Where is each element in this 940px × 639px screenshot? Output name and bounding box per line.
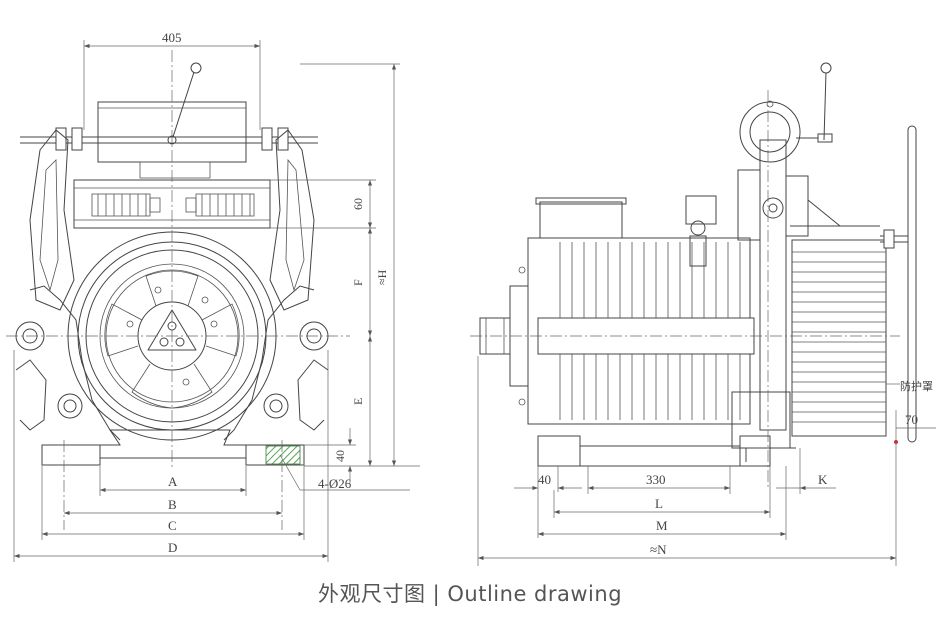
dim-b-label: B <box>168 497 177 512</box>
hatched-foot <box>265 445 301 465</box>
dim-40-front-label: 40 <box>333 450 347 462</box>
dim-60-label: 60 <box>351 198 365 210</box>
dim-n-label: ≈N <box>650 542 667 557</box>
dim-330-label: 330 <box>646 472 666 487</box>
dim-a-label: A <box>168 474 178 489</box>
dim-70-label: 70 <box>905 412 918 427</box>
sheave-grooves <box>792 251 886 423</box>
front-view: 405 <box>6 30 420 562</box>
dim-f-label: F <box>351 279 365 286</box>
dim-k-label: K <box>818 472 828 487</box>
dim-l-label: L <box>655 496 663 511</box>
dim-d-label: D <box>168 540 177 555</box>
dim-e-label: E <box>351 398 365 405</box>
dim-h-label: ≈H <box>375 269 389 285</box>
dim-m-label: M <box>656 518 668 533</box>
dim-c-label: C <box>168 518 177 533</box>
drawing-caption: 外观尺寸图 | Outline drawing <box>317 582 623 606</box>
dim-40-side-label: 40 <box>538 472 551 487</box>
side-view: 防护罩 70 40 330 K L <box>470 62 936 566</box>
guard-label: 防护罩 <box>900 379 933 393</box>
dim-405-label: 405 <box>162 30 182 45</box>
dim-hole-label: 4-Ø26 <box>318 476 352 491</box>
outline-drawing: 405 <box>6 30 936 566</box>
